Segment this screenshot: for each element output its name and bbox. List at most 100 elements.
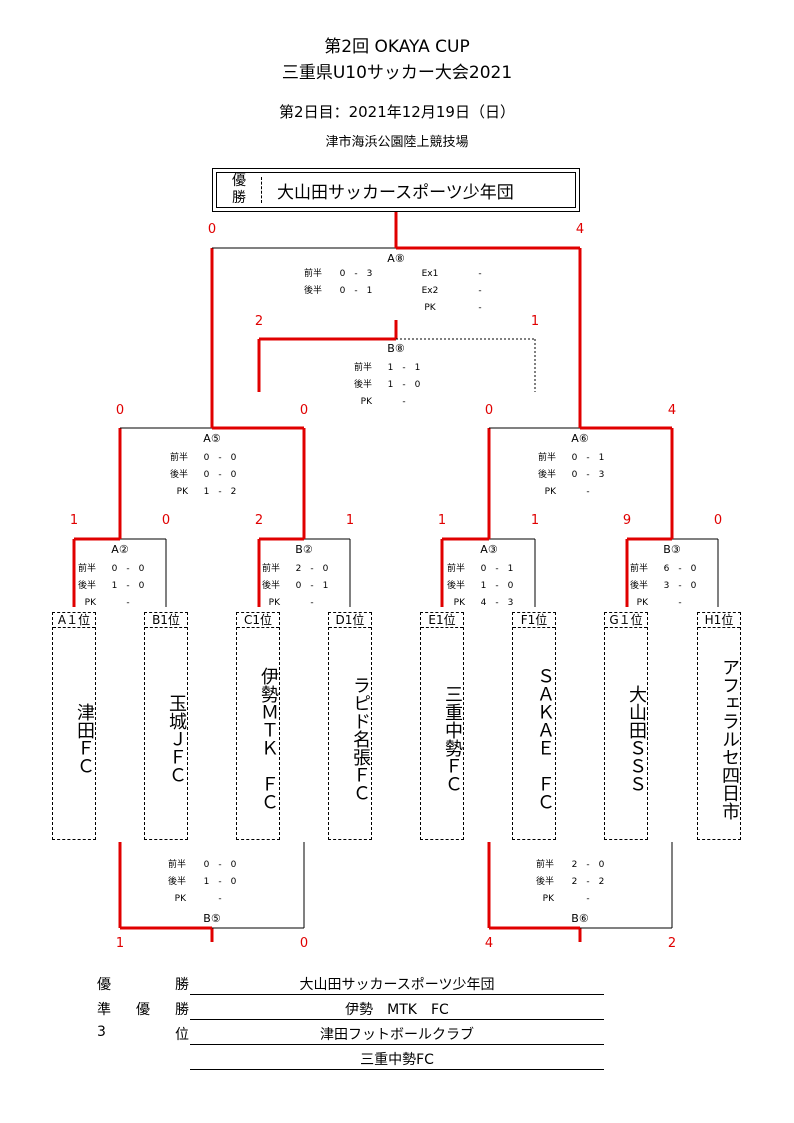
match-b5-row-score: 0 - 0 bbox=[204, 860, 237, 870]
champion-label-char-2: 勝 bbox=[232, 190, 246, 206]
standing-underline bbox=[190, 1044, 604, 1045]
match-a2-row-score: 0 - 0 bbox=[112, 564, 145, 574]
team-name: 大山田ＳＳＳ bbox=[626, 685, 647, 793]
match-a3-row-score: 0 - 1 bbox=[481, 564, 514, 574]
standing-underline bbox=[190, 1019, 604, 1020]
match-a8-extra-score: - bbox=[478, 269, 481, 279]
team-box: H1位アフェラルセ四日市 bbox=[697, 612, 741, 840]
match-a8-extra-label: Ex2 bbox=[422, 286, 439, 296]
match-a8-left-score: 0 bbox=[208, 222, 216, 237]
match-b5-left-score: 1 bbox=[116, 936, 124, 951]
match-b5-row-score: - bbox=[218, 894, 221, 904]
match-date: 第2日目：2021年12月19日（日） bbox=[279, 103, 515, 121]
team-box: G１位大山田ＳＳＳ bbox=[604, 612, 648, 840]
match-b3-row-label: 前半 bbox=[630, 562, 648, 574]
match-b5-row-label: 前半 bbox=[168, 858, 186, 870]
match-b6-row-label: 前半 bbox=[536, 858, 554, 870]
match-a2-left-score: 1 bbox=[70, 513, 78, 528]
team-name: ラピド名張ＦＣ bbox=[350, 676, 371, 802]
standing-team: 大山田サッカースポーツ少年団 bbox=[299, 977, 495, 993]
match-a8-row-label: 後半 bbox=[304, 284, 322, 296]
match-a3-name: A③ bbox=[480, 543, 498, 556]
match-a6-left-score: 0 bbox=[485, 403, 493, 418]
team-seed-label: G１位 bbox=[605, 613, 647, 628]
match-a8-extra-label: PK bbox=[424, 303, 436, 313]
team-box: D1位ラピド名張ＦＣ bbox=[328, 612, 372, 840]
standing-row: 優勝 大山田サッカースポーツ少年団 bbox=[0, 972, 794, 996]
match-a8-row-label: 前半 bbox=[304, 267, 322, 279]
match-a6-row-score: - bbox=[586, 487, 589, 497]
match-b5-row-label: 後半 bbox=[168, 875, 186, 887]
match-a3-row-score: 1 - 0 bbox=[481, 581, 514, 591]
match-a2-name: A② bbox=[111, 543, 129, 556]
match-a5-left-score: 0 bbox=[116, 403, 124, 418]
match-b5-right-score: 0 bbox=[300, 936, 308, 951]
standing-row: 三重中勢FC bbox=[0, 1047, 794, 1071]
team-name: ＳＡＫＡＥ ＦＣ bbox=[534, 667, 555, 811]
match-a8-extra-score: - bbox=[478, 303, 481, 313]
standing-team: 三重中勢FC bbox=[360, 1052, 434, 1068]
match-a5-row-score: 0 - 0 bbox=[204, 453, 237, 463]
match-b3-row-score: 3 - 0 bbox=[664, 581, 697, 591]
match-a8-extra-label: Ex1 bbox=[422, 269, 439, 279]
team-seed-label: F1位 bbox=[513, 613, 555, 628]
match-a8-row-score: 0 - 3 bbox=[340, 269, 373, 279]
match-b6-row-label: PK bbox=[543, 894, 555, 904]
match-a2-row-label: 後半 bbox=[78, 579, 96, 591]
match-a2-right-score: 0 bbox=[162, 513, 170, 528]
match-b2-row-label: 前半 bbox=[262, 562, 280, 574]
team-seed-label: A１位 bbox=[53, 613, 95, 628]
team-name: 伊勢ＭＴＫ ＦＣ bbox=[258, 667, 279, 811]
standing-underline bbox=[190, 994, 604, 995]
match-b5-row-score: 1 - 0 bbox=[204, 877, 237, 887]
team-seed-label: H1位 bbox=[698, 613, 740, 628]
match-b6-left-score: 4 bbox=[485, 936, 493, 951]
match-b2-left-score: 2 bbox=[255, 513, 263, 528]
venue: 津市海浜公園陸上競技場 bbox=[325, 135, 469, 150]
champion-label: 優 勝 bbox=[217, 173, 261, 207]
match-b6-row-label: 後半 bbox=[536, 875, 554, 887]
team-name: 玉城ＪＦＣ bbox=[166, 694, 187, 784]
team-box: E1位三重中勢ＦＣ bbox=[420, 612, 464, 840]
match-b6-row-score: 2 - 0 bbox=[572, 860, 605, 870]
match-a6-row-label: 後半 bbox=[538, 468, 556, 480]
match-a2-row-score: 1 - 0 bbox=[112, 581, 145, 591]
match-a2-row-label: 前半 bbox=[78, 562, 96, 574]
standing-label: 優勝 bbox=[97, 977, 189, 993]
match-b2-name: B② bbox=[295, 543, 313, 556]
team-seed-label: E1位 bbox=[421, 613, 463, 628]
match-b3-left-score: 9 bbox=[623, 513, 631, 528]
match-a5-right-score: 0 bbox=[300, 403, 308, 418]
match-b5-name: B⑤ bbox=[203, 912, 221, 925]
match-a6-name: A⑥ bbox=[571, 432, 589, 445]
match-a6-row-label: 前半 bbox=[538, 451, 556, 463]
match-b3-row-label: 後半 bbox=[630, 579, 648, 591]
match-a5-row-score: 0 - 0 bbox=[204, 470, 237, 480]
match-a5-row-label: 後半 bbox=[170, 468, 188, 480]
match-b3-row-score: 6 - 0 bbox=[664, 564, 697, 574]
match-b2-right-score: 1 bbox=[346, 513, 354, 528]
match-a5-name: A⑤ bbox=[203, 432, 221, 445]
match-b6-right-score: 2 bbox=[668, 936, 676, 951]
match-a6-row-score: 0 - 3 bbox=[572, 470, 605, 480]
match-b6-row-score: - bbox=[586, 894, 589, 904]
match-b2-row-label: PK bbox=[269, 598, 281, 608]
match-a2-row-score: - bbox=[126, 598, 129, 608]
team-name: 津田ＦＣ bbox=[74, 703, 95, 775]
team-box: B1位玉城ＪＦＣ bbox=[144, 612, 188, 840]
match-b2-row-label: 後半 bbox=[262, 579, 280, 591]
standing-row: 準優勝伊勢 MTK FC bbox=[0, 997, 794, 1021]
team-seed-label: D1位 bbox=[329, 613, 371, 628]
match-b8-left-score: 2 bbox=[255, 314, 263, 329]
match-b2-row-score: - bbox=[310, 598, 313, 608]
match-a3-row-label: 前半 bbox=[447, 562, 465, 574]
team-name: アフェラルセ四日市 bbox=[719, 658, 740, 820]
match-b6-row-score: 2 - 2 bbox=[572, 877, 605, 887]
match-b8-row-label: 後半 bbox=[354, 378, 372, 390]
match-b8-right-score: 1 bbox=[531, 314, 539, 329]
match-a8-row-score: 0 - 1 bbox=[340, 286, 373, 296]
match-a3-row-label: PK bbox=[454, 598, 466, 608]
match-a6-row-score: 0 - 1 bbox=[572, 453, 605, 463]
